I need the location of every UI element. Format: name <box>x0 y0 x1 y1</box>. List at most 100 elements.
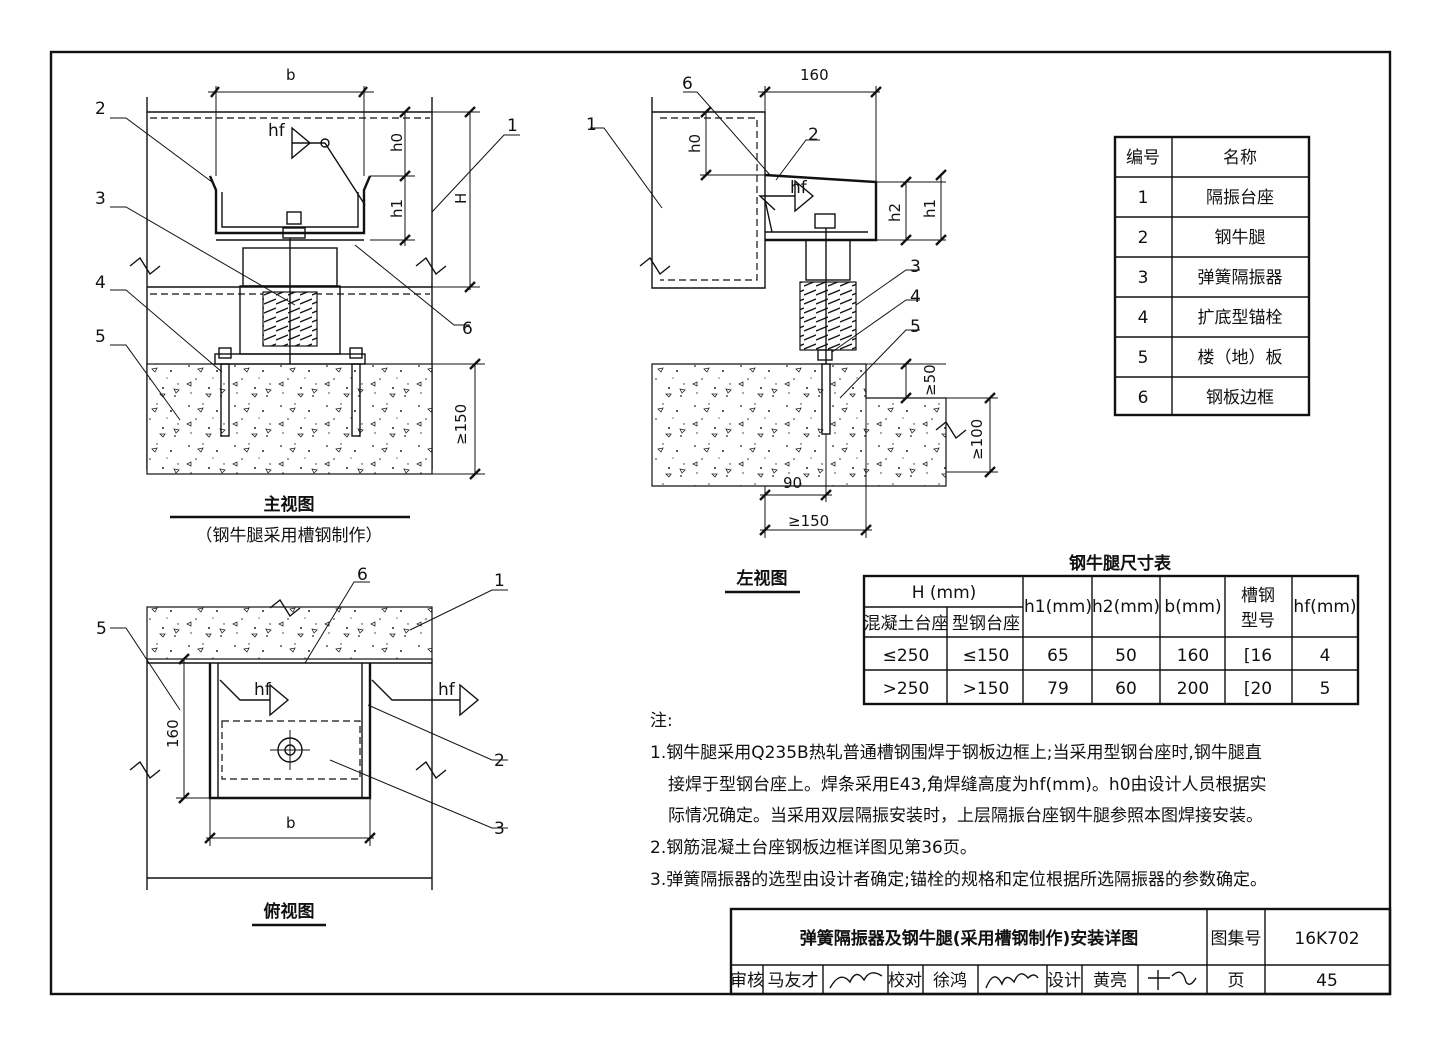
legend-row-no: 5 <box>1138 348 1149 368</box>
atlas-label: 图集号 <box>1211 929 1262 949</box>
left-dim-160: 160 <box>800 66 829 84</box>
front-label-2: 2 <box>95 99 106 119</box>
size-header-h2: h2(mm) <box>1092 597 1160 617</box>
legend-row-name: 楼（地）板 <box>1198 348 1283 368</box>
size-table-title: 钢牛腿尺寸表 <box>1069 553 1172 574</box>
page-label: 页 <box>1228 971 1245 991</box>
note-line: 际情况确定。当采用双层隔振安装时，上层隔振台座钢牛腿参照本图焊接安装。 <box>668 806 1263 826</box>
left-hf-label: hf <box>790 178 808 198</box>
legend-row-no: 6 <box>1138 388 1149 408</box>
front-dim-h1: h1 <box>388 199 406 218</box>
notes: 注: 1.钢牛腿采用Q235B热轧普通槽钢围焊于钢板边框上;当采用型钢台座时,钢… <box>650 711 1267 890</box>
front-dim-b: b <box>286 66 296 84</box>
left-view-title: 左视图 <box>737 568 788 589</box>
design-label: 设计 <box>1047 971 1081 991</box>
legend-table: 编号 名称 1 隔振台座 2 钢牛腿 3 弹簧隔振器 4 扩底型锚栓 5 楼（地… <box>1113 135 1311 417</box>
size-header-b: b(mm) <box>1164 597 1221 617</box>
top-hf-left: hf <box>254 680 272 700</box>
legend-row-name: 扩底型锚栓 <box>1198 308 1283 328</box>
left-view: hf 160 h0 h2 h1 ≥50 ≥ <box>586 66 998 594</box>
top-dim-b: b <box>286 814 296 832</box>
left-label-3: 3 <box>910 257 921 277</box>
title-block: 弹簧隔振器及钢牛腿(采用槽钢制作)安装详图 图集号 16K702 审核 马友才 … <box>729 907 1392 996</box>
front-label-5: 5 <box>95 327 106 347</box>
left-dim-150: ≥150 <box>788 512 829 530</box>
legend-row-no: 3 <box>1138 268 1149 288</box>
legend-row-no: 4 <box>1138 308 1149 328</box>
size-subheader-steel: 型钢台座 <box>952 614 1020 634</box>
size-cell: 160 <box>1177 646 1209 666</box>
size-cell: 4 <box>1320 646 1331 666</box>
front-view-subtitle: （钢牛腿采用槽钢制作） <box>196 526 383 546</box>
size-header-model: 型号 <box>1241 611 1275 631</box>
check-label: 校对 <box>888 971 922 991</box>
left-dim-h1: h1 <box>921 199 939 218</box>
size-header-hf: hf(mm) <box>1293 597 1356 617</box>
size-cell: 65 <box>1047 646 1069 666</box>
size-subheader-concrete: 混凝土台座 <box>864 614 949 634</box>
checker-signature <box>985 973 1039 989</box>
checker-name: 徐鸿 <box>933 971 967 991</box>
size-header-channel: 槽钢 <box>1241 586 1275 606</box>
size-cell: >250 <box>883 679 930 699</box>
top-view-title: 俯视图 <box>264 901 315 922</box>
front-view-title: 主视图 <box>264 494 315 515</box>
size-cell: ≤250 <box>883 646 930 666</box>
top-dim-160: 160 <box>164 719 182 748</box>
top-label-2: 2 <box>494 751 505 771</box>
front-hf-label: hf <box>268 121 286 141</box>
front-dim-H: H <box>452 193 470 204</box>
top-label-6: 6 <box>357 565 368 585</box>
top-label-1: 1 <box>494 571 505 591</box>
size-header-H: H (mm) <box>912 583 977 603</box>
legend-header-name: 名称 <box>1223 148 1257 168</box>
left-dim-90: 90 <box>783 474 802 492</box>
front-view: hf b h0 h1 H ≥150 2 <box>95 66 520 546</box>
designer-signature <box>1148 970 1197 990</box>
size-cell: 79 <box>1047 679 1069 699</box>
front-label-1: 1 <box>507 116 518 136</box>
legend-header-no: 编号 <box>1126 148 1160 168</box>
left-dim-h2: h2 <box>886 203 904 222</box>
front-dim-h0: h0 <box>388 133 406 152</box>
size-cell: 5 <box>1320 679 1331 699</box>
legend-row-name: 隔振台座 <box>1206 188 1274 208</box>
front-dim-150: ≥150 <box>452 404 470 445</box>
left-label-6: 6 <box>682 74 693 94</box>
note-line: 1.钢牛腿采用Q235B热轧普通槽钢围焊于钢板边框上;当采用型钢台座时,钢牛腿直 <box>650 743 1262 763</box>
size-header-h1: h1(mm) <box>1024 597 1092 617</box>
left-dim-h0: h0 <box>686 134 704 153</box>
reviewer-name: 马友才 <box>768 971 819 991</box>
page-number: 45 <box>1316 971 1338 991</box>
note-line: 3.弹簧隔振器的选型由设计者确定;锚栓的规格和定位根据所选隔振器的参数确定。 <box>650 870 1267 890</box>
top-hf-right: hf <box>438 680 456 700</box>
size-cell: [16 <box>1244 646 1272 666</box>
front-label-6: 6 <box>462 319 473 339</box>
legend-row-no: 2 <box>1138 228 1149 248</box>
legend-row-name: 弹簧隔振器 <box>1198 268 1283 288</box>
size-cell: 50 <box>1115 646 1137 666</box>
top-label-5: 5 <box>96 619 107 639</box>
front-label-3: 3 <box>95 189 106 209</box>
size-table: 钢牛腿尺寸表 H (mm) 混凝土台座 型钢台座 h1(mm) h2(mm) b… <box>862 553 1360 706</box>
size-cell: [20 <box>1244 679 1272 699</box>
left-label-5: 5 <box>910 317 921 337</box>
size-cell: ≤150 <box>963 646 1010 666</box>
sheet-frame <box>49 50 1392 996</box>
legend-row-name: 钢牛腿 <box>1215 228 1266 248</box>
front-label-4: 4 <box>95 273 106 293</box>
left-dim-50: ≥50 <box>921 364 939 396</box>
drawing-title: 弹簧隔振器及钢牛腿(采用槽钢制作)安装详图 <box>800 928 1139 949</box>
legend-row-no: 1 <box>1138 188 1149 208</box>
notes-heading: 注: <box>650 711 673 731</box>
left-label-4: 4 <box>910 287 921 307</box>
size-cell: >150 <box>963 679 1010 699</box>
top-label-3: 3 <box>494 819 505 839</box>
note-line: 接焊于型钢台座上。焊条采用E43,角焊缝高度为hf(mm)。h0由设计人员根据实 <box>668 775 1267 795</box>
note-line: 2.钢筋混凝土台座钢板边框详图见第36页。 <box>650 838 977 858</box>
left-label-1: 1 <box>586 115 597 135</box>
size-cell: 200 <box>1177 679 1209 699</box>
atlas-number: 16K702 <box>1294 929 1359 949</box>
reviewer-signature <box>829 972 883 989</box>
size-cell: 60 <box>1115 679 1137 699</box>
